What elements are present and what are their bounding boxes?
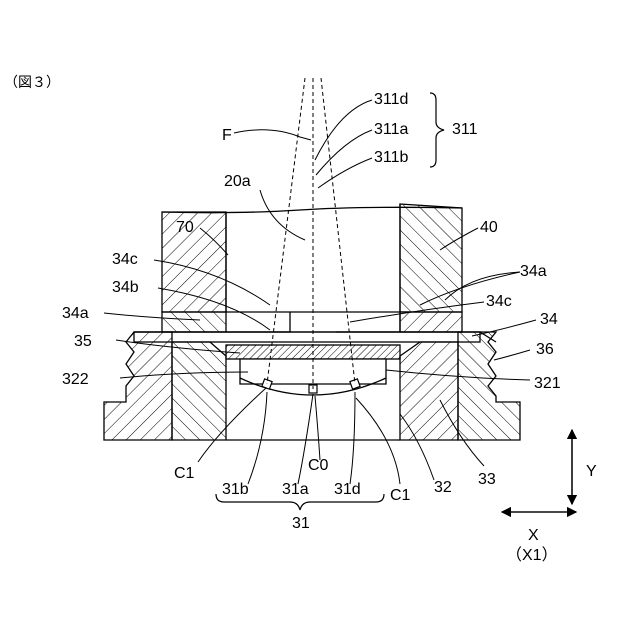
axis-label-X1: （X1） (506, 546, 558, 564)
label-C0: C0 (308, 457, 329, 474)
label-322: 322 (62, 371, 89, 388)
axis-label-X: X (528, 527, 539, 544)
brace-311 (430, 93, 444, 167)
label-34c-left: 34c (112, 251, 138, 268)
label-32: 32 (434, 479, 452, 496)
label-35: 35 (74, 333, 92, 350)
label-33: 33 (478, 471, 496, 488)
label-31b: 31b (222, 481, 249, 498)
label-311b: 311b (374, 149, 409, 166)
lens-frame-34 (134, 332, 480, 342)
label-C1-left: C1 (174, 465, 195, 482)
label-C1-right: C1 (390, 487, 411, 504)
plate-34a-left (162, 312, 226, 332)
label-34c-right: 34c (486, 293, 512, 310)
plate-34a-right (400, 312, 462, 332)
holder-left (172, 342, 226, 440)
label-34: 34 (540, 311, 558, 328)
label-40: 40 (480, 219, 498, 236)
housing-70 (162, 212, 226, 312)
label-36: 36 (536, 341, 554, 358)
label-321: 321 (534, 375, 561, 392)
holder-right (400, 342, 458, 440)
housing-40 (400, 204, 462, 312)
label-31a: 31a (282, 481, 309, 498)
label-31: 31 (292, 515, 310, 532)
barrel-left (104, 332, 172, 440)
label-311a: 311a (374, 121, 409, 138)
label-31d: 31d (334, 481, 361, 498)
label-34b: 34b (112, 279, 139, 296)
label-20a: 20a (224, 173, 251, 190)
axis-label-Y: Y (586, 463, 597, 480)
barrel-right (458, 332, 520, 440)
label-70: 70 (176, 219, 194, 236)
barrel-top-edge (134, 332, 496, 342)
label-34a-left: 34a (62, 305, 89, 322)
label-34a-right: 34a (520, 263, 547, 280)
label-311d: 311d (374, 91, 408, 108)
label-F: F (222, 127, 232, 144)
label-311: 311 (452, 121, 478, 138)
